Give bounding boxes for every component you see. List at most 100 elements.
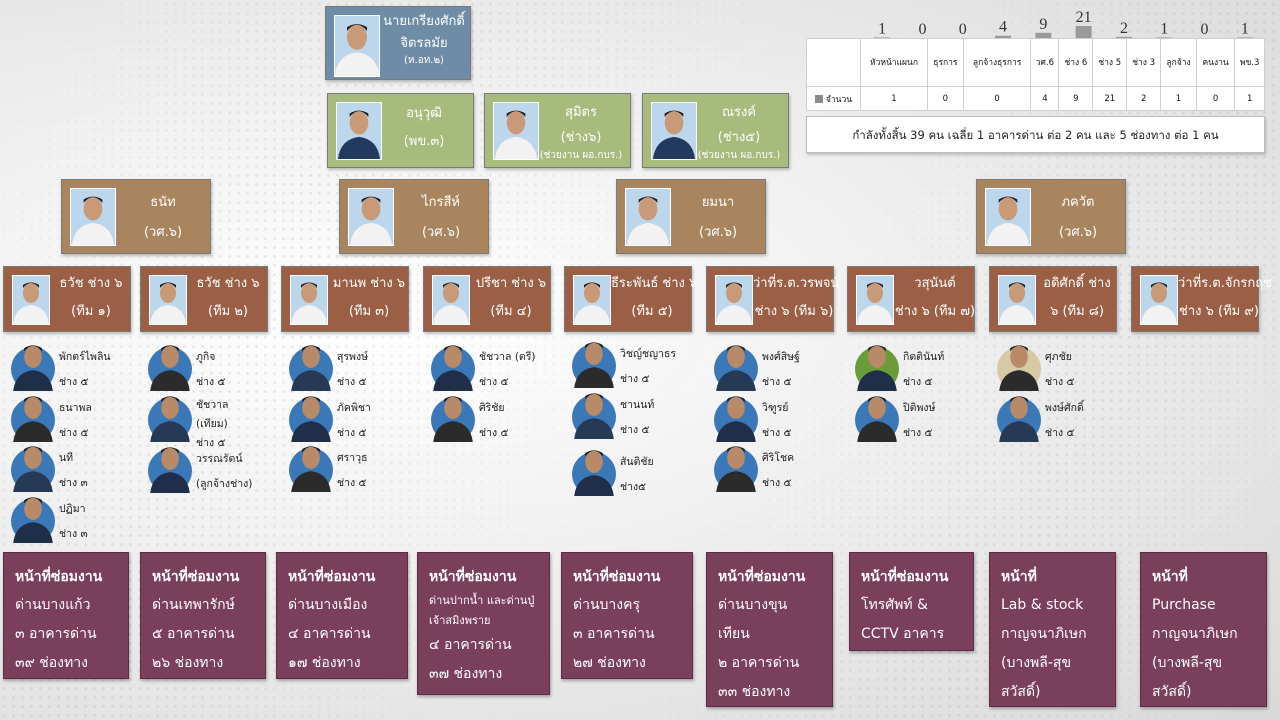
- category-cell: ลูกจ้าง: [1160, 38, 1197, 87]
- duty-line: เทียน: [718, 626, 750, 642]
- member-card: ศราวุธช่าง ๕: [289, 446, 414, 494]
- text-line: ธนาพล: [59, 402, 92, 414]
- duty-box-5: หน้าที่ซ่อมงานด่านบางครุ๓ อาคารด่าน๒๗ ช่…: [561, 552, 693, 679]
- person-figure: [338, 110, 380, 159]
- member-card: พงศ์สิษฐ์ช่าง ๕: [714, 345, 839, 393]
- duty-line: ๓ อาคารด่าน: [15, 626, 97, 642]
- team-lead-box-9: ว่าที่ร.ต.จักรกฤชช่าง ๖ (ทีม ๙): [1131, 266, 1272, 332]
- bar: [1075, 26, 1092, 38]
- photo: [336, 102, 382, 160]
- text-line: ศิริโชค: [762, 452, 795, 464]
- duty-box-2: หน้าที่ซ่อมงานด่านเทพารักษ์๕ อาคารด่าน๒๖…: [140, 552, 266, 679]
- supervisor-box-3: ยมนา(วศ.๖): [616, 179, 766, 254]
- text-line: ช่าง ๕: [479, 376, 509, 388]
- person-text: นายเกรียงศักดิ์จิตรลมัย(ห.อท.๒): [376, 11, 472, 67]
- member-name: ชัชวาล (ตรี)ช่าง ๕: [479, 345, 535, 395]
- member-avatar: [997, 345, 1041, 391]
- member-name: สุรพงษ์ช่าง ๕: [337, 345, 368, 395]
- text-line: ช่าง ๕: [1045, 376, 1075, 388]
- member-avatar: [714, 345, 758, 391]
- duty-title: หน้าที่ซ่อมงาน: [861, 569, 949, 585]
- person-figure: [291, 446, 331, 492]
- text-line: พงษ์ศักดิ์: [1045, 402, 1084, 414]
- deputy-box-1: อนุวุฒิ(พข.๓): [327, 93, 474, 168]
- member-name: พงษ์ศักดิ์ช่าง ๕: [1045, 396, 1084, 446]
- duty-line: Purchase: [1152, 597, 1216, 613]
- member-avatar: [289, 396, 333, 442]
- member-name: ปฏิมาช่าง ๓: [59, 497, 88, 547]
- duty-line: ๔ อาคารด่าน: [288, 626, 371, 642]
- duty-box-6: หน้าที่ซ่อมงานด่านบางขุนเทียน๒ อาคารด่าน…: [706, 552, 833, 707]
- person-text: ไกรสีห์(วศ.๖): [396, 188, 486, 248]
- member-name: กิตตินันท์ช่าง ๕: [903, 345, 944, 395]
- member-name: นทีช่าง ๓: [59, 446, 88, 496]
- member-name: ชานนท์ช่าง ๕: [620, 393, 654, 443]
- category-cell: ช่าง 5: [1092, 38, 1128, 87]
- text-line: ช่าง ๕: [762, 477, 792, 489]
- photo: [348, 188, 394, 246]
- duty-title: หน้าที่ซ่อมงาน: [718, 569, 806, 585]
- person-figure: [857, 345, 897, 391]
- person-figure: [13, 446, 53, 492]
- text-line: ช่าง ๕: [337, 427, 367, 439]
- table-corner-cell: [806, 38, 861, 87]
- text-line: วสุนันต์: [914, 276, 956, 291]
- person-figure: [574, 450, 614, 496]
- bar-value-label: 0: [959, 21, 967, 38]
- member-avatar: [855, 345, 899, 391]
- bar-value-label: 4: [999, 19, 1007, 36]
- text-line: วิชญ์ชญาธร: [620, 348, 676, 360]
- photo: [715, 275, 753, 325]
- team-lead-box-7: วสุนันต์ช่าง ๖ (ทีม ๗): [847, 266, 975, 332]
- bar: [995, 35, 1012, 38]
- member-card: ศิริโชคช่าง ๕: [714, 446, 839, 494]
- person-text: ธวัช ช่าง ๖(ทีม ๒): [187, 270, 269, 326]
- duty-line: (บางพลี-สุข: [1152, 655, 1223, 671]
- bar-value-label: 1: [1241, 20, 1249, 37]
- person-text: อดิศักดิ์ ช่าง๖ (ทีม ๘): [1036, 270, 1118, 326]
- member-card: ศุภชัยช่าง ๕: [997, 345, 1122, 393]
- text-line: (ทีม ๔): [490, 304, 532, 319]
- value-cell: 0: [1195, 86, 1236, 111]
- text-line: ช่าง ๕: [196, 376, 226, 388]
- text-line: (ช่าง๖): [560, 130, 602, 145]
- person-figure: [857, 396, 897, 442]
- team-lead-box-5: ธีระพันธ์ ช่าง ๖(ทีม ๕): [564, 266, 697, 332]
- category-cell: คนงาน: [1195, 38, 1236, 87]
- member-avatar: [289, 345, 333, 391]
- member-name: สันติชัยช่าง๕: [620, 450, 654, 500]
- photo: [985, 188, 1031, 246]
- person-figure: [716, 345, 756, 391]
- member-name: วิฑูรย์ช่าง ๕: [762, 396, 791, 446]
- text-line: อนุวุฒิ: [406, 106, 442, 121]
- text-line: ศราวุธ: [337, 452, 368, 464]
- duty-line: กาญจนาภิเษก: [1152, 626, 1238, 642]
- person-figure: [716, 396, 756, 442]
- text-line: ช่าง ๕: [620, 424, 650, 436]
- duty-title: หน้าที่ซ่อมงาน: [429, 569, 517, 585]
- person-figure: [13, 282, 49, 324]
- text-line: ช่าง ๓: [59, 477, 88, 489]
- member-card: ธนาพลช่าง ๕: [11, 396, 136, 444]
- bar-value-label: 1: [878, 20, 886, 37]
- member-name: พงศ์สิษฐ์ช่าง ๕: [762, 345, 800, 395]
- member-avatar: [997, 396, 1041, 442]
- member-avatar: [11, 396, 55, 442]
- person-figure: [495, 110, 537, 159]
- series-label-cell: จำนวน: [806, 86, 861, 111]
- photo: [149, 275, 187, 325]
- duty-line: ด่านบางเมือง: [288, 597, 368, 613]
- text-line: ธวัช ช่าง ๖: [59, 276, 123, 291]
- value-cell: 0: [962, 86, 1032, 111]
- text-line: ศุภชัย: [1045, 351, 1072, 363]
- duty-line: ๒๖ ช่องทาง: [152, 655, 224, 671]
- head-box: นายเกรียงศักดิ์จิตรลมัย(ห.อท.๒): [325, 6, 471, 80]
- text-line: ชัชวาล: [196, 399, 229, 411]
- deputy-box-2: สุมิตร(ช่าง๖)(ช่วยงาน ผอ.กบร.): [484, 93, 631, 168]
- text-line: ศิริชัย: [479, 402, 505, 414]
- duty-line: กาญจนาภิเษก: [1001, 626, 1087, 642]
- value-cell: 2: [1126, 86, 1162, 111]
- member-name: ศิริชัยช่าง ๕: [479, 396, 508, 446]
- supervisor-box-4: ภควัต(วศ.๖): [976, 179, 1126, 254]
